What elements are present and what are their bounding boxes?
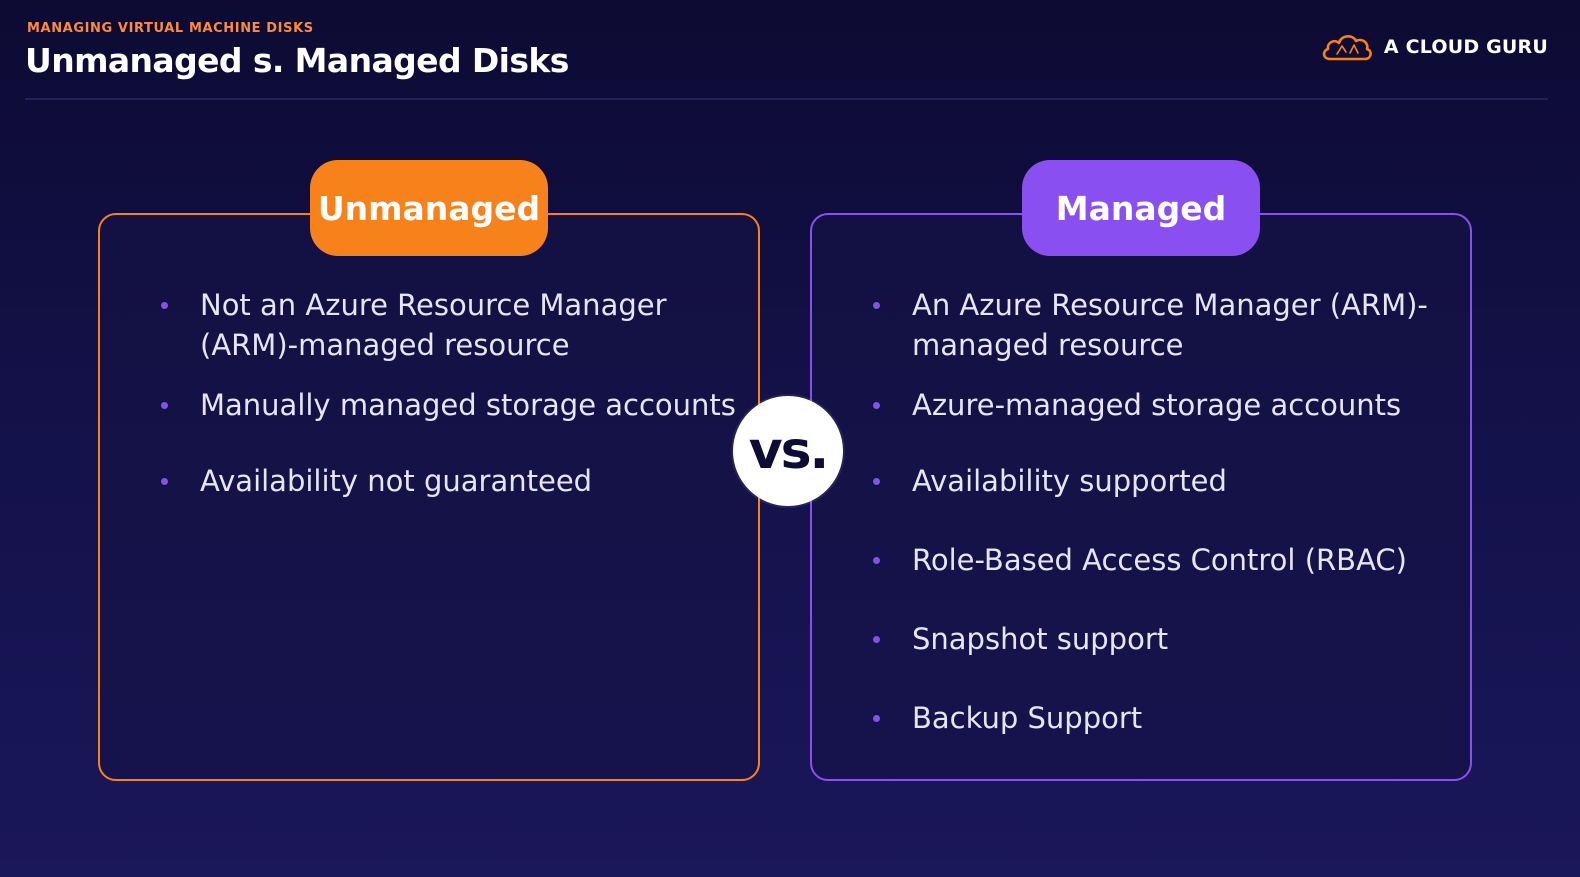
list-item: Not an Azure Resource Manager (ARM)-mana… xyxy=(161,285,740,365)
bullet-icon xyxy=(161,478,168,485)
list-item-text: Backup Support xyxy=(912,701,1143,735)
list-item-text: Role-Based Access Control (RBAC) xyxy=(912,543,1407,577)
bullet-icon xyxy=(873,715,880,722)
brand-name: A CLOUD GURU xyxy=(1383,36,1548,58)
bullet-icon xyxy=(873,557,880,564)
list-item-text: Availability not guaranteed xyxy=(200,464,593,498)
vs-badge: vs. xyxy=(733,396,843,506)
bullet-icon xyxy=(873,302,880,309)
bullet-icon xyxy=(873,478,880,485)
list-item: Availability not guaranteed xyxy=(161,461,740,501)
brand-logo: A CLOUD GURU xyxy=(1320,30,1548,64)
bullet-icon xyxy=(873,402,880,409)
bullet-icon xyxy=(161,302,168,309)
managed-card: Managed An Azure Resource Manager (ARM)-… xyxy=(810,160,1472,781)
list-item-text: Snapshot support xyxy=(912,622,1169,656)
list-item: Snapshot support xyxy=(873,619,1452,659)
list-item-text: Azure-managed storage accounts xyxy=(912,388,1402,422)
unmanaged-card: Unmanaged Not an Azure Resource Manager … xyxy=(98,160,760,781)
managed-label: Managed xyxy=(1022,160,1260,256)
cloud-logo-icon xyxy=(1322,35,1372,61)
list-item: An Azure Resource Manager (ARM)-managed … xyxy=(873,285,1452,365)
slide-eyebrow: MANAGING VIRTUAL MACHINE DISKS xyxy=(27,21,314,36)
list-item-text: Availability supported xyxy=(912,464,1227,498)
header-divider xyxy=(25,98,1548,100)
list-item: Manually managed storage accounts xyxy=(161,385,740,425)
list-item: Backup Support xyxy=(873,698,1452,738)
unmanaged-label: Unmanaged xyxy=(310,160,548,256)
page-title: Unmanaged s. Managed Disks xyxy=(25,41,569,80)
list-item: Azure-managed storage accounts xyxy=(873,385,1452,425)
list-item: Availability supported xyxy=(873,461,1452,501)
bullet-icon xyxy=(161,402,168,409)
list-item-text: Manually managed storage accounts xyxy=(200,388,736,422)
list-item-text: An Azure Resource Manager (ARM)-managed … xyxy=(912,288,1428,362)
list-item-text: Not an Azure Resource Manager (ARM)-mana… xyxy=(200,288,667,362)
bullet-icon xyxy=(873,636,880,643)
list-item: Role-Based Access Control (RBAC) xyxy=(873,540,1452,580)
